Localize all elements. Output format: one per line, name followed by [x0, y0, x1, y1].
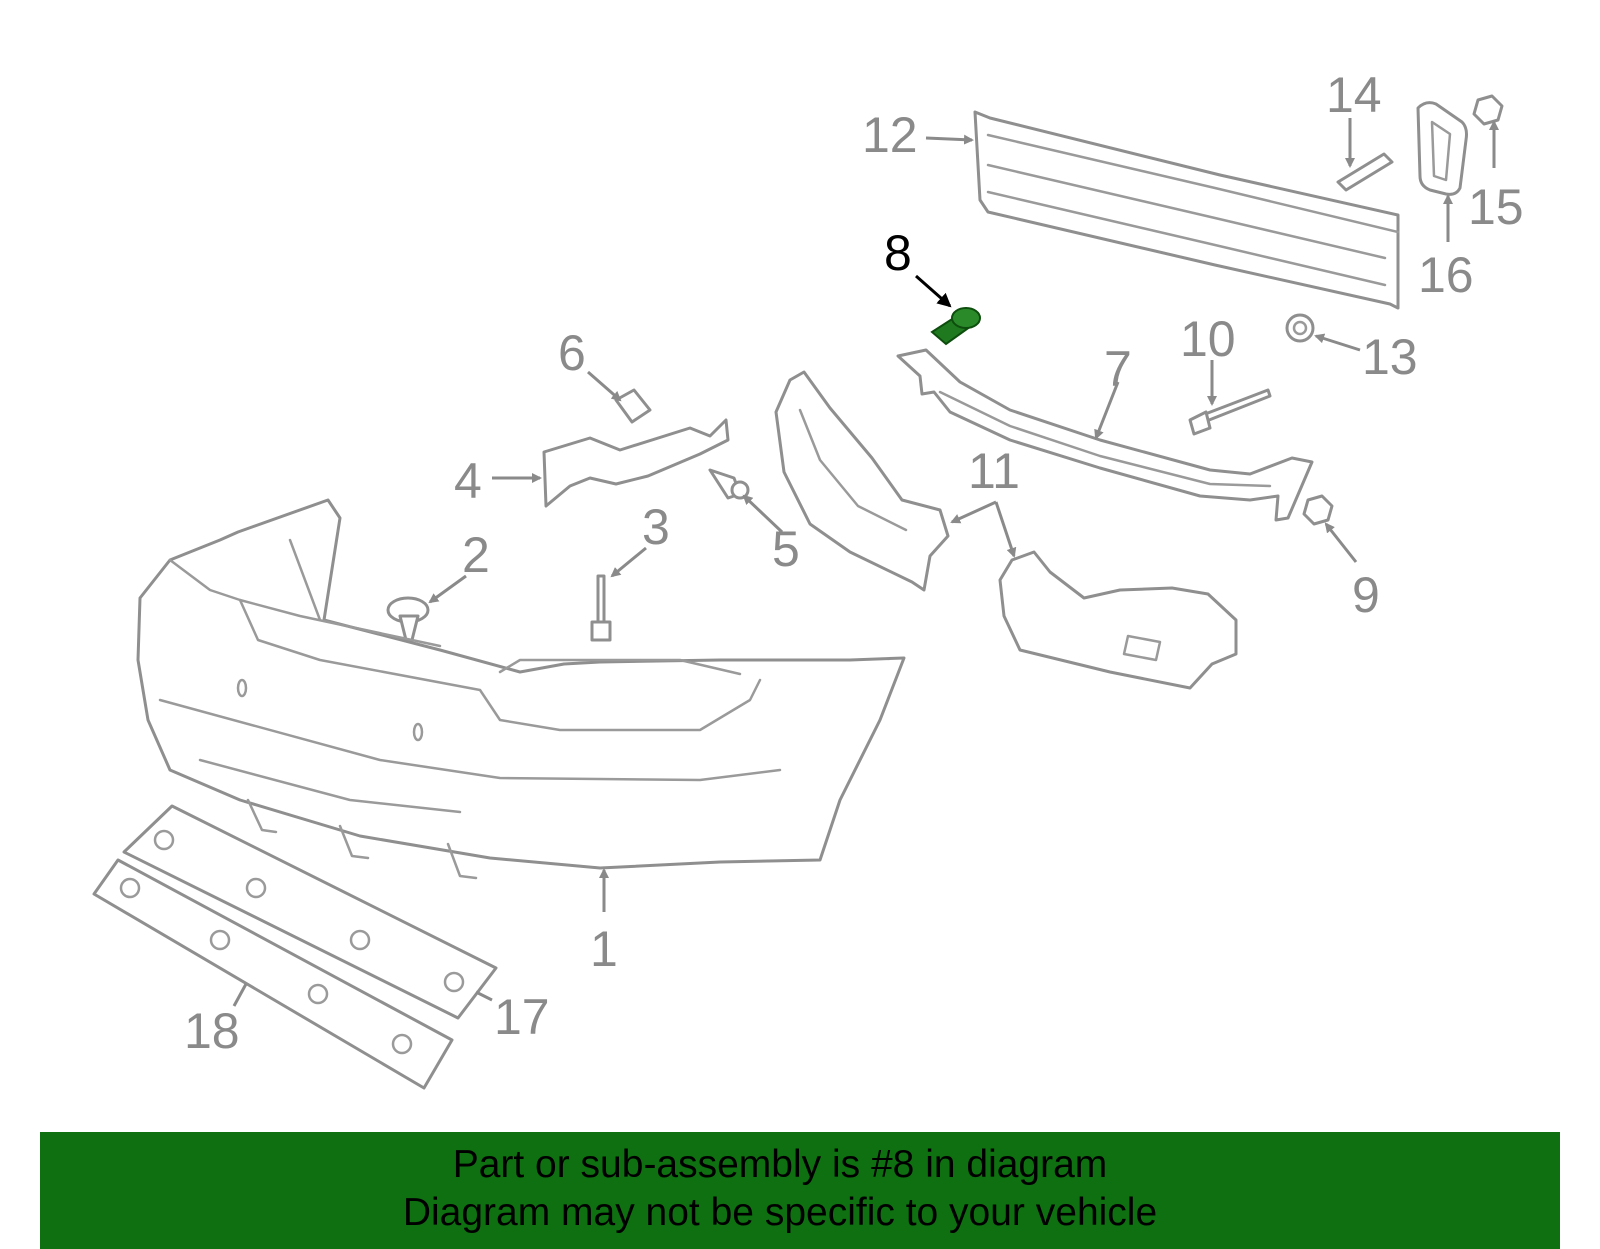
part-16-bracket [1416, 101, 1468, 196]
info-banner: Part or sub-assembly is #8 in diagram Di… [40, 1132, 1560, 1249]
label-10: 10 [1180, 311, 1236, 367]
part-3-stud [590, 574, 612, 642]
part-1-bumper-cover [136, 498, 906, 880]
label-8: 8 [884, 225, 912, 281]
label-7: 7 [1104, 341, 1132, 397]
part-6-clip [614, 388, 652, 424]
part-18-molding [92, 858, 454, 1090]
label-4: 4 [454, 453, 482, 509]
part-12-reinforcement [973, 110, 1400, 310]
label-9: 9 [1352, 567, 1380, 623]
label-18: 18 [184, 1003, 240, 1059]
part-17-molding [122, 804, 498, 1020]
label-11: 11 [968, 443, 1020, 499]
part-5-screw [708, 468, 750, 500]
label-6: 6 [558, 325, 586, 381]
label-13: 13 [1362, 329, 1418, 385]
part-7-support [896, 348, 1314, 522]
part-11-absorber-lower [998, 550, 1238, 690]
part-11-absorber-upper [774, 370, 950, 592]
label-5: 5 [772, 521, 800, 577]
label-17: 17 [494, 989, 550, 1045]
part-15-nut [1472, 94, 1504, 126]
leader-lines [232, 118, 1499, 1007]
label-14: 14 [1326, 67, 1382, 123]
label-16: 16 [1418, 247, 1474, 303]
part-10-bolt [1188, 388, 1272, 436]
label-3: 3 [642, 499, 670, 555]
part-4-bracket [542, 418, 730, 508]
banner-line-part: Part or sub-assembly is #8 in diagram [452, 1143, 1108, 1186]
label-12: 12 [862, 107, 918, 163]
label-15: 15 [1468, 179, 1524, 235]
part-2-pushpin [386, 596, 430, 642]
label-1: 1 [590, 921, 618, 977]
label-2: 2 [462, 527, 490, 583]
banner-line-disclaimer: Diagram may not be specific to your vehi… [402, 1191, 1158, 1234]
part-13-nut [1285, 313, 1315, 343]
part-9-nut [1302, 494, 1334, 526]
part-14-stud [1336, 152, 1394, 192]
part-8-bolt [930, 307, 981, 346]
